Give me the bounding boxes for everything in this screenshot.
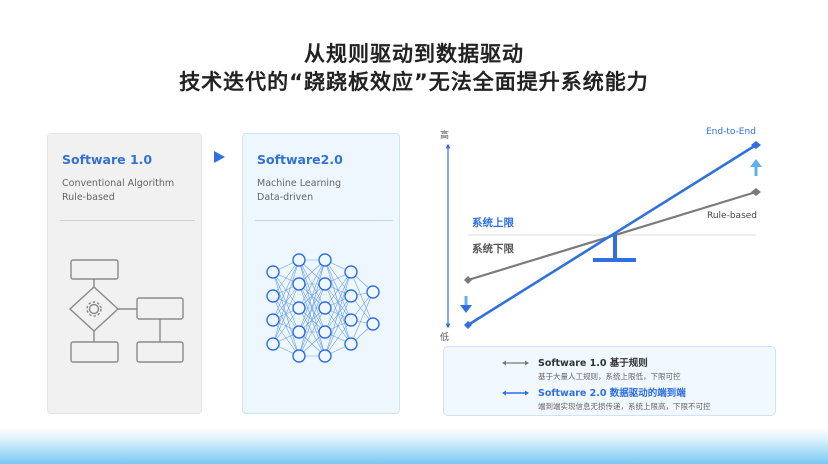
fulcrum-base [593, 258, 636, 262]
legend-box: Software 1.0 基于规则 基于大量人工规则，系统上限低，下限可控 So… [443, 346, 776, 416]
network-node [344, 337, 358, 351]
network-node [266, 265, 280, 279]
arrow-right-icon [214, 151, 225, 163]
network-node [344, 289, 358, 303]
software-1-title: Software 1.0 [62, 152, 153, 167]
network-edge [324, 271, 352, 357]
network-edge [298, 259, 326, 309]
rule-based-end-marker [751, 188, 761, 196]
network-edge [272, 307, 300, 345]
network-node [366, 285, 380, 299]
end-to-end-start-marker [464, 321, 472, 329]
end-to-end-end-marker [751, 141, 761, 149]
flowchart-icon [68, 259, 184, 363]
gray-double-arrow-icon [502, 360, 529, 366]
title-line-2: 技术迭代的“跷跷板效应”无法全面提升系统能力 [179, 70, 649, 94]
network-node [292, 349, 306, 363]
arrow-down-icon [460, 305, 472, 313]
flowchart-decision-diamond [68, 286, 120, 332]
network-node [344, 265, 358, 279]
software-2-subtitle: Machine Learning Data-driven [257, 177, 341, 205]
network-edge [350, 291, 374, 345]
network-edge [298, 283, 326, 357]
network-node [266, 313, 280, 327]
legend-item-software-1-title: Software 1.0 基于规则 [538, 358, 648, 369]
gear-teeth [86, 301, 102, 317]
software-2-subtitle-line-1: Machine Learning [257, 178, 342, 189]
network-edge [272, 259, 300, 345]
flowchart-box-right-bottom [136, 341, 184, 363]
bottom-gradient-decoration [0, 428, 828, 464]
network-node [292, 277, 306, 291]
legend-item-software-2: Software 2.0 数据驱动的端到端 端到端实现信息无损传递，系统上限高，… [538, 385, 711, 412]
network-node [292, 253, 306, 267]
system-lower-limit-label: 系统下限 [472, 243, 514, 255]
software-1-subtitle-line-2: Rule-based [62, 192, 115, 203]
seesaw-chart: 高 低 End-to-End Rule-based 系统上限 系统下限 [436, 124, 776, 348]
network-node [318, 253, 332, 267]
network-node [344, 313, 358, 327]
network-node [318, 277, 332, 291]
downgrade-arrow-stem [464, 296, 468, 306]
flowchart-box-top [70, 259, 119, 280]
network-node [292, 325, 306, 339]
software-1-subtitle: Conventional Algorithm Rule-based [62, 177, 174, 205]
software-2-divider [255, 220, 393, 221]
blue-double-arrow-icon [502, 390, 529, 396]
system-upper-limit-label: 系统上限 [472, 217, 514, 229]
end-to-end-line [467, 143, 757, 327]
y-axis-high-label: 高 [440, 131, 450, 141]
network-edge [298, 259, 326, 333]
network-node [318, 325, 332, 339]
arrow-up-icon [750, 159, 762, 167]
network-edge [350, 271, 374, 325]
fulcrum-stem [613, 235, 617, 260]
network-edge [324, 271, 352, 333]
network-edge [272, 259, 300, 321]
network-edge [298, 307, 326, 357]
network-node [266, 289, 280, 303]
network-edge [272, 283, 300, 345]
network-edge [298, 259, 326, 357]
software-2-title: Software2.0 [257, 152, 343, 167]
seesaw-chart-svg [445, 141, 762, 329]
flowchart-box-right [136, 297, 184, 320]
network-node [366, 317, 380, 331]
network-node [318, 301, 332, 315]
software-1-panel: Software 1.0 Conventional Algorithm Rule… [47, 133, 202, 414]
software-2-subtitle-line-2: Data-driven [257, 192, 314, 203]
software-1-divider [60, 220, 195, 221]
y-axis-low-label: 低 [440, 333, 450, 343]
network-edge [324, 319, 352, 357]
software-1-subtitle-line-1: Conventional Algorithm [62, 178, 175, 189]
software-2-panel: Software2.0 Machine Learning Data-driven [242, 133, 400, 414]
flowchart-box-bottom [70, 341, 119, 363]
network-node [292, 301, 306, 315]
upgrade-arrow-stem [754, 166, 758, 176]
gear-icon [88, 303, 100, 315]
network-node [318, 349, 332, 363]
network-edge [272, 259, 300, 297]
rule-based-label: Rule-based [707, 211, 758, 221]
legend-item-software-2-title: Software 2.0 数据驱动的端到端 [538, 388, 686, 399]
rule-based-start-marker [464, 276, 472, 284]
legend-item-software-1: Software 1.0 基于规则 基于大量人工规则，系统上限低，下限可控 [538, 355, 681, 382]
legend-item-software-1-desc: 基于大量人工规则，系统上限低，下限可控 [538, 372, 681, 381]
end-to-end-label: End-to-End [706, 127, 756, 137]
neural-network-icon [266, 253, 380, 363]
network-edge [324, 295, 352, 357]
network-edge [324, 271, 352, 309]
legend-item-software-2-desc: 端到端实现信息无损传递，系统上限高，下限不可控 [538, 402, 711, 411]
network-node [266, 337, 280, 351]
title-line-1: 从规则驱动到数据驱动 [304, 42, 524, 66]
